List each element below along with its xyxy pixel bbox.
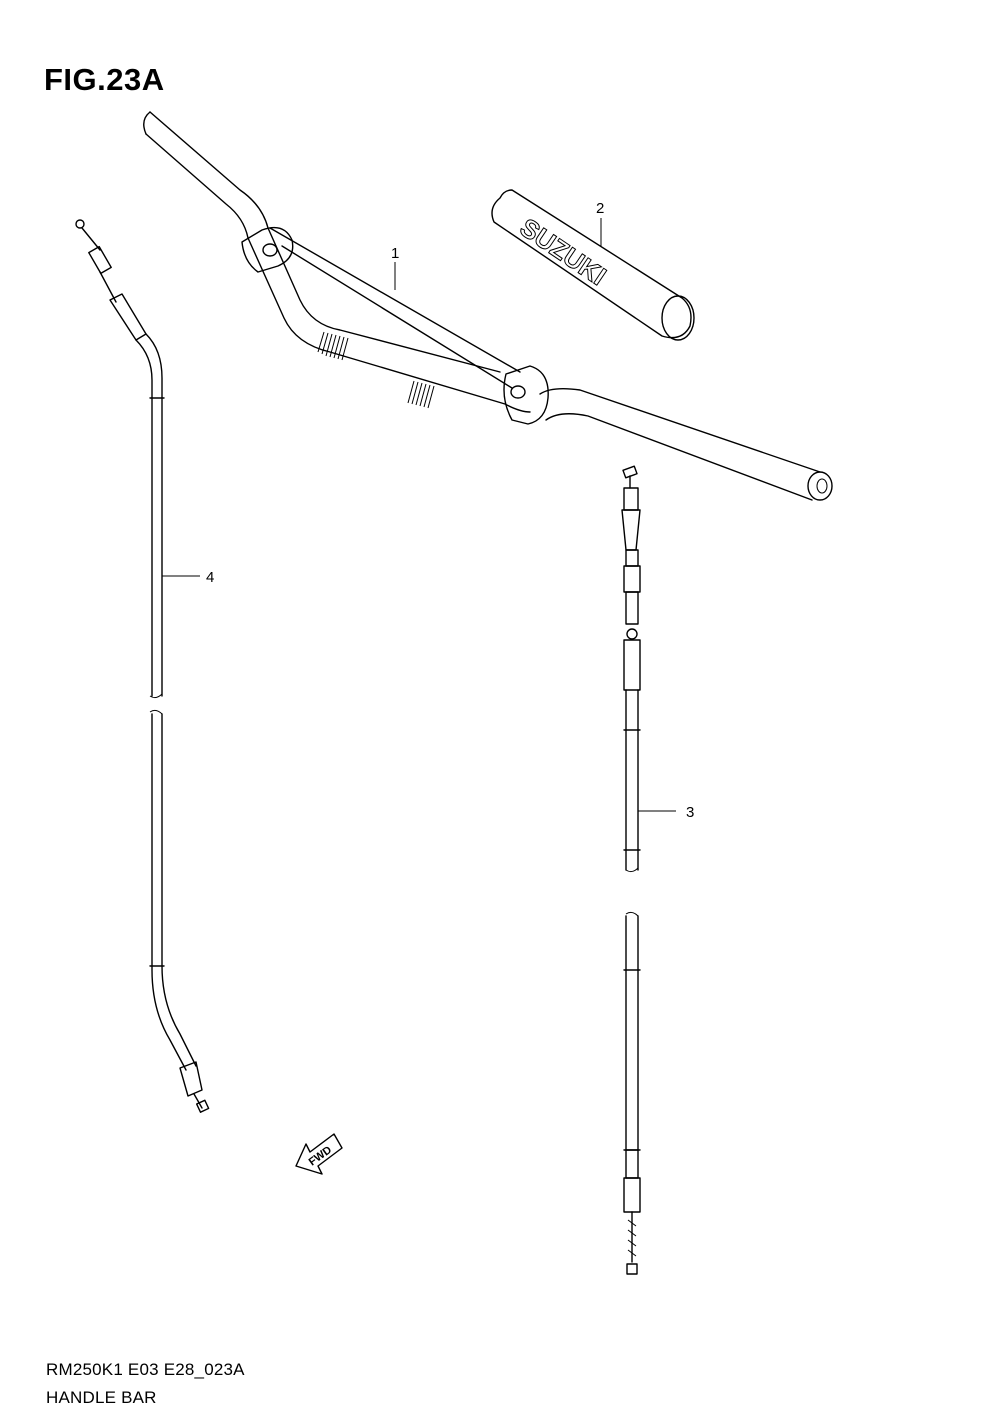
clutch-cable [75,219,210,1113]
handlebar [143,111,833,501]
callout-4: 4 [206,569,214,586]
callout-3: 3 [686,804,694,821]
pad-brand-text: SUZUKI [515,212,612,291]
callout-2: 2 [596,200,604,217]
throttle-cable [621,465,676,1275]
figure-title: FIG.23A [44,62,165,97]
section-name: HANDLE BAR [46,1388,157,1407]
knurl-right [407,380,435,409]
fwd-arrow: FWD [295,1133,343,1175]
left-clamp [241,226,294,273]
handlebar-pad: SUZUKI [491,189,695,341]
callout-1: 1 [391,245,399,262]
right-clamp [503,365,549,425]
model-code: RM250K1 E03 E28_023A [46,1360,245,1379]
knurl-left [317,331,349,361]
